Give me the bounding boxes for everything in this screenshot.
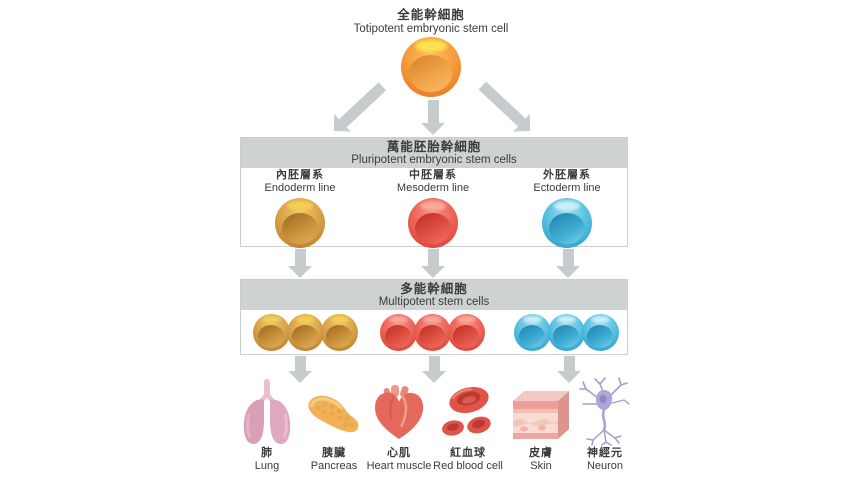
skin-label: 皮膚 Skin (529, 447, 553, 472)
red-blood-cell-icon (439, 383, 497, 441)
neuron-label: 神經元 Neuron (586, 447, 624, 472)
pancreas-icon (302, 392, 366, 440)
multipotent-banner: 多能幹細胞 Multipotent stem cells (241, 280, 627, 310)
diagonal-right-arrow-icon (474, 77, 539, 140)
pancreas-label: 胰臟 Pancreas (310, 447, 358, 472)
endoderm-cell-icon (275, 198, 325, 248)
down-arrow-icon (421, 249, 445, 278)
multipotent-banner-en: Multipotent stem cells (378, 295, 490, 308)
ectoderm-cell-icon (542, 198, 592, 248)
ectoderm-line-label: 外胚層系 Ectoderm line (533, 169, 601, 194)
down-arrow-icon (556, 249, 580, 278)
multipotent-banner-zh: 多能幹細胞 (400, 281, 468, 296)
heart-icon (370, 383, 428, 441)
skin-icon (510, 389, 570, 441)
multipotent-blue-cells-icon (514, 314, 619, 351)
pluripotent-banner: 萬能胚胎幹細胞 Pluripotent embryonic stem cells (241, 138, 627, 168)
down-arrow-icon (422, 356, 446, 383)
title-en: Totipotent embryonic stem cell (353, 23, 509, 35)
down-arrow-icon (557, 356, 581, 383)
red-blood-cell-label: 紅血球 Red blood cell (433, 447, 503, 472)
multipotent-gold-cells-icon (253, 314, 358, 351)
down-arrow-icon (288, 356, 312, 383)
lung-label: 肺 Lung (254, 447, 280, 472)
diagonal-left-arrow-icon (325, 77, 391, 140)
mesoderm-line-label: 中胚層系 Mesoderm line (396, 169, 470, 194)
down-arrow-icon (421, 100, 445, 135)
diagram-title: 全能幹細胞 Totipotent embryonic stem cell (354, 8, 509, 36)
title-zh: 全能幹細胞 (397, 8, 465, 22)
heart-muscle-label: 心肌 Heart muscle (366, 447, 432, 472)
lung-icon (236, 378, 298, 446)
multipotent-red-cells-icon (380, 314, 485, 351)
endoderm-line-label: 內胚層系 Endoderm line (264, 169, 336, 194)
totipotent-cell-icon (401, 37, 461, 97)
neuron-icon (578, 376, 630, 446)
mesoderm-cell-icon (408, 198, 458, 248)
pluripotent-banner-en: Pluripotent embryonic stem cells (351, 153, 517, 166)
down-arrow-icon (288, 249, 312, 278)
pluripotent-banner-zh: 萬能胚胎幹細胞 (386, 139, 482, 154)
